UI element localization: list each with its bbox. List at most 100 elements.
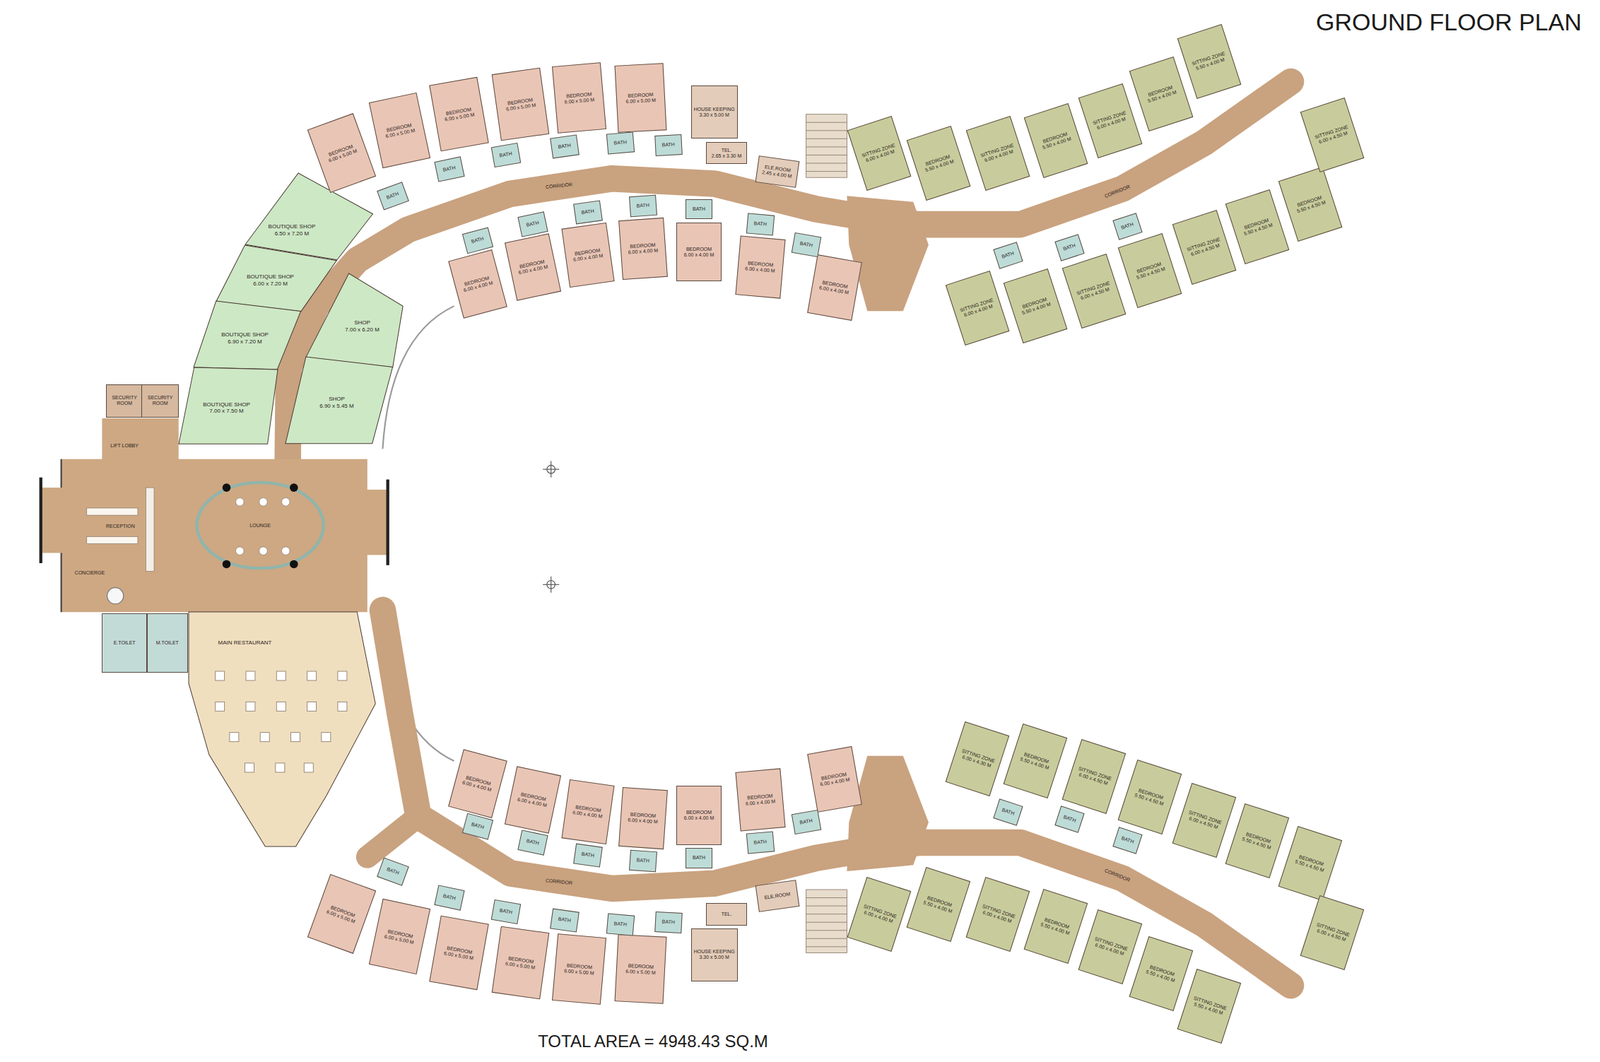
suite-room: SITTING ZONE6.00 x 4.50 M: [1171, 209, 1237, 285]
plan-title: GROUND FLOOR PLAN: [1315, 8, 1582, 37]
room-name: BATH: [1120, 221, 1135, 232]
area-label-box: MAIN RESTAURANT: [218, 639, 273, 647]
bath-room: BATH: [628, 195, 657, 217]
room-name: BATH: [442, 893, 456, 903]
suite-room: SITTING ZONE6.00 x 4.50 M: [1061, 253, 1126, 329]
room-name: BATH: [580, 851, 595, 859]
room-name: SECURITY ROOM: [142, 395, 178, 407]
bath-room: BATH: [993, 798, 1024, 826]
bath-room: BATH: [1113, 212, 1143, 240]
room-size: 6.00 x 4.00 M: [684, 815, 714, 822]
suite-room: BEDROOM5.50 x 4.50 M: [1224, 189, 1290, 265]
plan-label: LOUNGE: [249, 522, 271, 529]
room-name: HOUSE KEEPING: [693, 106, 735, 113]
guest-room: BEDROOM6.00 x 4.00 M: [504, 233, 562, 302]
suite-room: SITTING ZONE6.00 x 4.00 M: [1078, 83, 1143, 159]
service-room: HOUSE KEEPING3.30 x 5.00 M: [691, 85, 738, 139]
suite-room: SITTING ZONE6.00 x 4.00 M: [966, 877, 1031, 952]
suite-room: BEDROOM5.50 x 4.00 M: [906, 125, 972, 201]
suite-room: BEDROOM5.50 x 4.00 M: [1024, 103, 1089, 179]
bath-room: BATH: [606, 913, 635, 936]
room-name: BATH: [613, 920, 627, 928]
area-label-box: BOUTIQUE SHOP6.00 x 7.20 M: [246, 273, 294, 287]
guest-room: BEDROOM6.00 x 4.00 M: [561, 779, 615, 845]
suite-room: BEDROOM5.50 x 4.00 M: [1003, 723, 1068, 799]
room-size: 6.00 x 5.00 M: [625, 968, 656, 976]
suite-room: SITTING ZONE6.00 x 4.30 M: [945, 721, 1010, 797]
area-label-box: BOUTIQUE SHOP6.50 x 7.20 M: [268, 224, 316, 238]
room-name: TEL.: [721, 911, 733, 918]
room-name: BATH: [753, 839, 767, 847]
guest-room: BEDROOM6.00 x 5.00 M: [551, 933, 607, 1005]
room-name: BATH: [499, 908, 514, 916]
area-size: 6.90 x 7.20 M: [221, 338, 269, 346]
bath-room: BATH: [573, 843, 603, 868]
area-fill: [245, 173, 373, 261]
room-name: BATH: [525, 220, 540, 229]
service-room: HOUSE KEEPING3.30 x 5.00 M: [691, 928, 738, 982]
suite-room: BEDROOM5.50 x 4.50 M: [1278, 166, 1343, 242]
suite-room: BEDROOM5.50 x 4.00 M: [1024, 889, 1089, 964]
bath-room: BATH: [628, 850, 657, 873]
bath-room: BATH: [376, 857, 409, 886]
guest-room: BEDROOM6.00 x 4.00 M: [618, 787, 668, 850]
guest-room: BEDROOM6.00 x 5.00 M: [307, 874, 377, 955]
room-name: E.TOILET: [113, 640, 136, 646]
toilet-room: E.TOILET: [101, 613, 147, 673]
room-name: BATH: [753, 221, 767, 229]
suite-room: SITTING ZONE6.00 x 4.00 M: [966, 115, 1031, 191]
room-size: 6.00 x 4.00 M: [627, 248, 658, 256]
guest-room: BEDROOM6.00 x 4.00 M: [504, 766, 562, 834]
area-outline: [245, 173, 373, 261]
suite-room: SITTING ZONE6.00 x 4.00 M: [1078, 909, 1143, 985]
bath-room: BATH: [993, 241, 1024, 269]
shop-unit: BOUTIQUE SHOP6.00 x 7.20 M: [216, 245, 337, 312]
room-name: BATH: [1001, 250, 1016, 260]
room-size: 6.00 x 4.00 M: [684, 252, 714, 258]
guest-room: BEDROOM6.00 x 4.00 M: [618, 217, 668, 280]
plan-label: LIFT LOBBY: [110, 443, 139, 449]
bath-room: BATH: [746, 213, 775, 237]
room-name: BATH: [499, 151, 514, 160]
area-fill: [193, 301, 302, 370]
bath-room: BATH: [517, 830, 548, 856]
room-size: 6.00 x 4.00 M: [744, 265, 776, 275]
guest-room: BEDROOM6.00 x 4.00 M: [448, 249, 507, 319]
room-name: TEL.: [721, 147, 733, 154]
room-name: BATH: [1062, 243, 1077, 253]
bath-room: BATH: [491, 899, 521, 925]
guest-room: BEDROOM6.00 x 4.00 M: [734, 236, 786, 299]
toilet-room: M.TOILET: [146, 613, 188, 673]
area-name: BOUTIQUE SHOP: [268, 224, 316, 232]
suite-room: SITTING ZONE6.00 x 4.00 M: [847, 877, 912, 952]
suite-room: BEDROOM5.50 x 4.00 M: [906, 866, 972, 942]
room-name: BATH: [661, 919, 675, 926]
room-name: BEDROOM: [686, 246, 712, 253]
bath-room: BATH: [791, 232, 822, 258]
bath-room: BATH: [1113, 827, 1143, 855]
bath-room: BATH: [746, 831, 775, 855]
room-name: BATH: [557, 143, 572, 151]
room-name: BATH: [470, 236, 485, 246]
bath-room: BATH: [549, 908, 579, 933]
bath-room: BATH: [573, 200, 603, 225]
guest-room: BEDROOM6.00 x 4.00 M: [807, 254, 863, 321]
room-name: BATH: [470, 821, 485, 831]
suite-room: BEDROOM5.50 x 4.00 M: [1003, 268, 1068, 344]
guest-room: BEDROOM6.00 x 4.00 M: [676, 785, 722, 846]
shop-unit: BOUTIQUE SHOP6.90 x 7.20 M: [193, 301, 302, 370]
guest-room: BEDROOM6.00 x 4.00 M: [734, 768, 786, 832]
area-name: MAIN RESTAURANT: [218, 639, 273, 647]
room-name: BEDROOM: [686, 809, 712, 816]
bath-room: BATH: [654, 911, 682, 934]
room-name: BATH: [1120, 836, 1135, 846]
shop-unit: BOUTIQUE SHOP6.50 x 7.20 M: [245, 173, 373, 261]
bath-room: BATH: [376, 181, 409, 210]
room-name: BATH: [525, 838, 540, 848]
room-size: 6.00 x 5.00 M: [626, 96, 657, 104]
guest-room: BEDROOM6.00 x 5.00 M: [614, 62, 668, 133]
area-name: BOUTIQUE SHOP: [202, 401, 251, 409]
